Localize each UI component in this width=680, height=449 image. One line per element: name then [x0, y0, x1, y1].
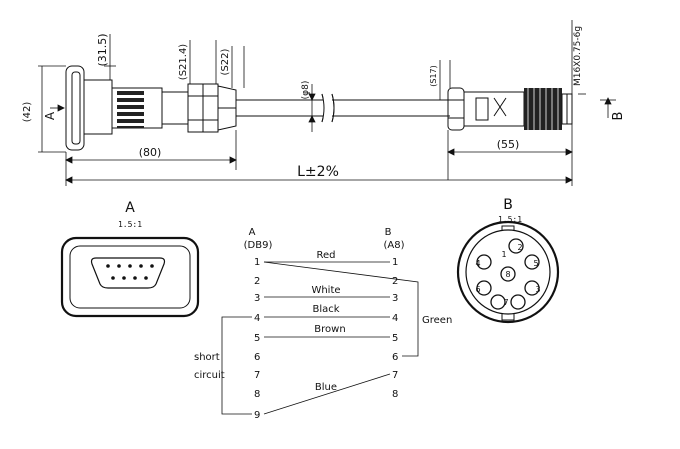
a8-pins [476, 238, 540, 310]
a-pin: 4 [254, 313, 260, 324]
dim-42: (42) [22, 102, 33, 123]
b-pin: 7 [392, 370, 398, 381]
dim-thread: M16X0.75-6g [573, 26, 583, 86]
view-b-title: B [503, 197, 513, 213]
db9-pins [106, 264, 154, 280]
side-b-title: B [385, 227, 392, 238]
wire-blue [263, 373, 391, 415]
dim-s17: (S17) [429, 65, 438, 87]
a-pin: 5 [254, 333, 260, 344]
wire-green [263, 261, 419, 357]
wire-lines [221, 261, 419, 415]
side-b-subtitle: (A8) [383, 240, 404, 251]
side-a-title: A [249, 227, 256, 238]
dim-s22: (S22) [220, 48, 231, 75]
short-circuit-link [221, 316, 252, 415]
a8-pin-label: 4 [475, 259, 480, 268]
plug-nut [447, 87, 465, 131]
short-circuit-label: short [194, 352, 220, 363]
view-a: A 1.5:1 [60, 200, 200, 318]
side-a-subtitle: (DB9) [244, 240, 273, 251]
wiring-diagram: A (DB9) B (A8) 1 2 3 4 5 6 7 8 9 1 2 3 4… [194, 227, 452, 421]
wire-label-brown: Brown [314, 324, 345, 335]
dim-length: L±2% [297, 164, 339, 180]
view-mark-b-arrow: B [611, 112, 626, 121]
wire-label-red: Red [317, 250, 336, 261]
a-pin: 1 [254, 257, 260, 268]
a-pin: 9 [254, 410, 260, 421]
a-pin: 3 [254, 293, 260, 304]
coupling-ring [161, 91, 189, 125]
wire-label-white: White [311, 285, 340, 296]
dim-s21-4: (S21.4) [178, 44, 189, 81]
dim-phi8: (φ8) [301, 81, 311, 100]
cable-gland [217, 85, 237, 131]
b-pin: 1 [392, 257, 398, 268]
a-pin: 7 [254, 370, 260, 381]
receptacle-body [83, 79, 113, 135]
b-pin: 2 [392, 276, 398, 287]
short-circuit-label: circuit [194, 370, 225, 381]
wire-label-black: Black [312, 304, 339, 315]
a8-pin-label: 8 [505, 270, 510, 279]
b-pin: 6 [392, 352, 398, 363]
a8-pin-label: 1 [501, 250, 506, 259]
a8-pin-label: 3 [535, 285, 540, 294]
a-pin: 6 [254, 352, 260, 363]
dimension-lines [38, 20, 616, 186]
b-pin: 3 [392, 293, 398, 304]
a8-pin-label: 7 [503, 298, 508, 307]
dim-31-5: (31.5) [96, 33, 109, 66]
view-a-title: A [125, 200, 135, 216]
a8-pin-label: 2 [517, 243, 522, 252]
plug-body [463, 91, 525, 127]
b-pin: 5 [392, 333, 398, 344]
receptacle-ribs [117, 91, 144, 128]
view-b-scale: 1.5:1 [498, 215, 522, 224]
a-pin: 2 [254, 276, 260, 287]
a8-pin-label: 5 [533, 259, 538, 268]
dim-55: (55) [497, 138, 520, 151]
flange-face [71, 71, 81, 145]
a8-pin-labels: 1 2 3 4 5 6 7 8 [475, 243, 540, 307]
a-pin: 8 [254, 389, 260, 400]
wire-label-blue: Blue [315, 382, 337, 393]
view-b: B 1.5:1 1 2 3 4 5 6 7 8 [456, 197, 560, 324]
view-mark-a-arrow: A [43, 111, 57, 120]
db9-shell [90, 257, 166, 289]
b-pin: 4 [392, 313, 398, 324]
b-pin: 8 [392, 389, 398, 400]
plug-knurl [524, 88, 562, 130]
side-b-pins: 1 2 3 4 5 6 7 8 [392, 257, 398, 400]
view-a-scale: 1.5:1 [118, 220, 142, 229]
dim-80: (80) [139, 146, 162, 159]
a8-pin-label: 6 [475, 285, 480, 294]
wire-label-green: Green [422, 315, 452, 326]
flange [65, 65, 85, 151]
side-a-pins: 1 2 3 4 5 6 7 8 9 [254, 257, 260, 421]
